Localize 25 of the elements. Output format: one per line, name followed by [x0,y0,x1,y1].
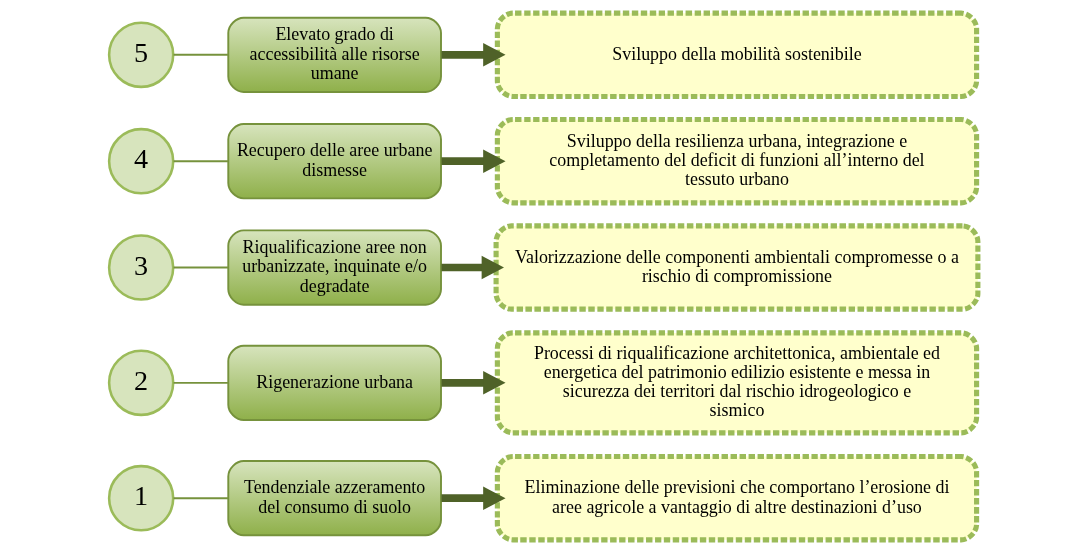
node-circle: 4 [107,127,174,195]
node-box: Tendenziale azzeramento del consumo di suolo [226,460,442,537]
arrow [441,43,506,67]
arrow [441,486,506,510]
node-box: Recupero delle aree urbane dismesse [226,123,442,200]
node-box: Processi di riqualificazione architettonica, ambientale ed energetica del patrimonio edilizio esistente e messa in sicurezza dei territori dal rischio idrogeologico e sismico [494,330,979,436]
node-box: Sviluppo della mobilità sostenibile [494,10,979,100]
node-circle: 2 [107,349,174,417]
node-circle: 5 [107,21,174,89]
connector [172,266,229,269]
connector [172,53,229,56]
node-box: Sviluppo della resilienza urbana, integrazione e completamento del deficit di funzioni all’interno del tessuto urbano [494,116,979,206]
node-circle: 1 [107,464,174,532]
connector [172,160,229,163]
connector [172,381,229,384]
arrow [441,149,506,173]
node-box: Riqualificazione aree non urbanizzate, inquinate e/o degradate [226,229,442,306]
connector [172,497,229,500]
node-box: Rigenerazione urbana [226,344,442,421]
node-circle: 3 [107,234,174,301]
node-box: Eliminazione delle previsioni che comportano l’erosione di aree agricole a vantaggio di altre destinazioni d’uso [494,453,979,543]
arrow [441,255,504,280]
node-box: Elevato grado di accessibilità alle risorse umane [226,16,442,93]
arrow [441,371,506,395]
node-box: Valorizzazione delle componenti ambientali compromesse o a rischio di compromissione [493,223,980,312]
